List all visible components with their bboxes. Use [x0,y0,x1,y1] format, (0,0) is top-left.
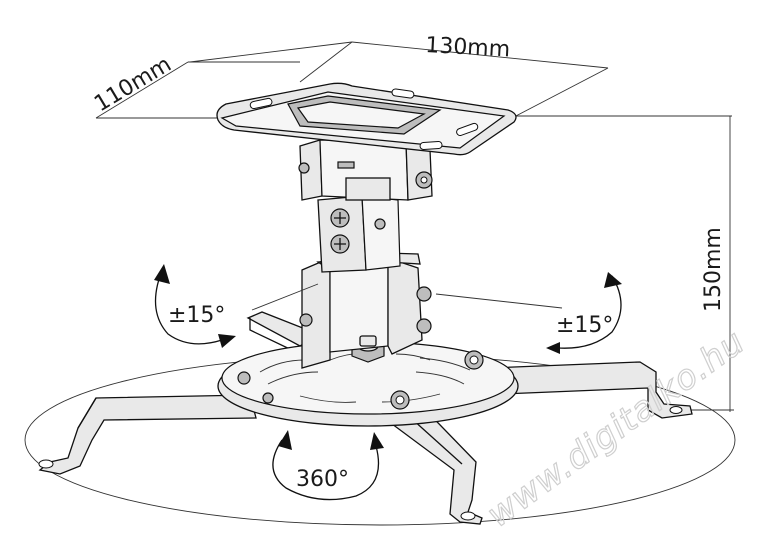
depth-label: 110mm [90,52,176,117]
rotation-indicator: 360° [272,430,384,501]
arrow-head-icon [546,342,560,354]
lower-bracket [299,251,432,369]
arrow-head-icon [278,430,292,450]
arrow-head-icon [370,432,384,450]
arrow-head-icon [604,272,622,288]
tilt-right-indicator: ±15° [435,272,622,354]
rotation-label: 360° [296,467,349,492]
width-label: 130mm [425,33,511,62]
middle-bracket [317,195,401,273]
arrow-head-icon [218,334,236,348]
round-base-plate [217,337,519,427]
ceiling-plate [216,82,517,156]
tilt-left-label: ±15° [168,303,225,328]
height-label: 150mm [701,227,726,312]
width-dimension: 130mm [189,33,609,119]
tilt-right-label: ±15° [556,313,613,338]
upper-bracket [298,139,433,201]
tilt-left-indicator: ±15° [154,264,319,348]
arrow-head-icon [154,264,170,284]
height-dimension: 150mm [500,115,734,412]
